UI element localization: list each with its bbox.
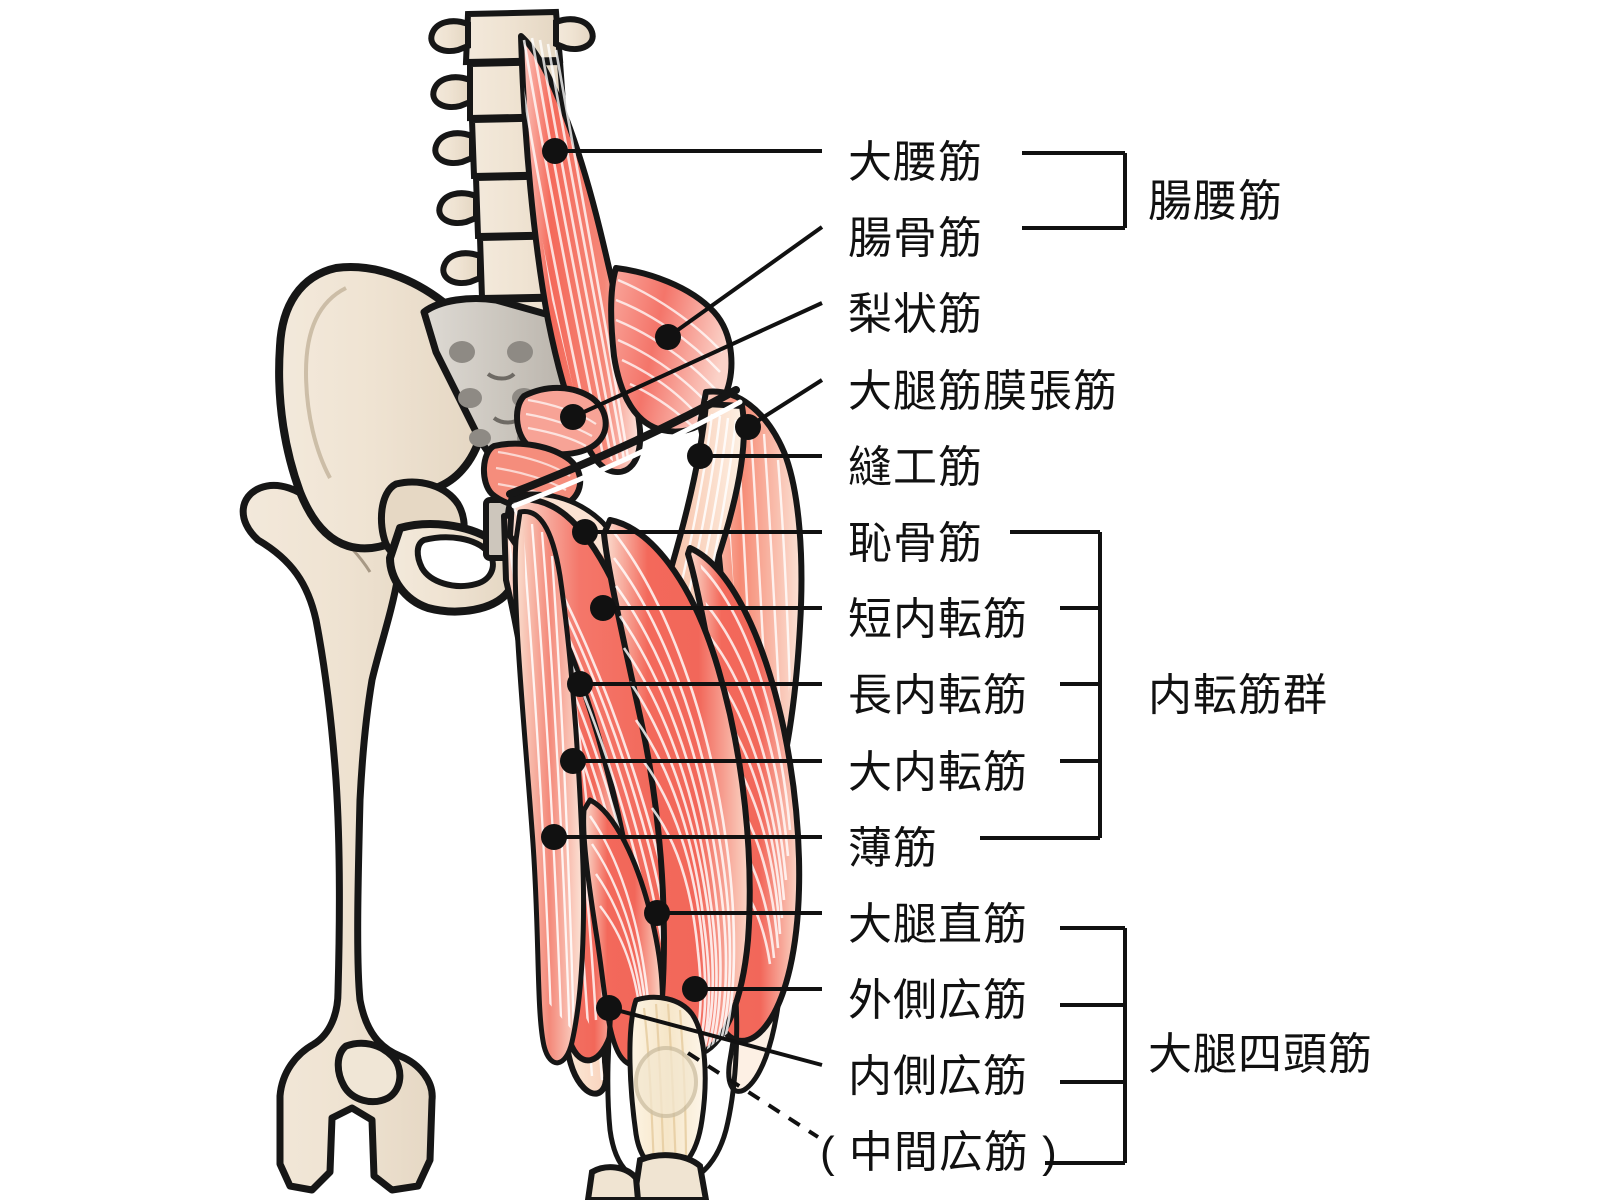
quadriceps-patellar-tendon	[584, 994, 740, 1200]
label-pectineus: 恥骨筋	[848, 519, 983, 568]
bracket-quadriceps	[1045, 926, 1127, 1165]
leader-iliacus	[666, 225, 824, 339]
label-piriformis: 梨状筋	[848, 290, 983, 339]
group-label-iliopsoas: 腸腰筋	[1148, 177, 1283, 226]
leader-tfl	[746, 378, 824, 429]
label-rectus-femoris: 大腿直筋	[848, 900, 1028, 949]
leader-lines-layer	[541, 138, 824, 1139]
label-adductor-longus: 長内転筋	[848, 671, 1028, 720]
leader-dots	[541, 138, 761, 1021]
bracket-iliopsoas	[1022, 151, 1127, 230]
label-tensor-fasciae-latae: 大腿筋膜張筋	[848, 367, 1118, 416]
label-vastus-medialis: 内側広筋	[848, 1052, 1028, 1101]
label-gracilis: 薄筋	[848, 824, 938, 873]
label-psoas-major: 大腰筋	[848, 138, 983, 187]
label-adductor-magnus: 大内転筋	[848, 748, 1028, 797]
label-vastus-intermedius: ( 中間広筋 )	[820, 1128, 1058, 1177]
leader-piriformis	[572, 301, 823, 419]
leader-vastus-intermedius	[686, 1051, 820, 1139]
label-sartorius: 縫工筋	[848, 443, 983, 492]
group-brackets-layer	[980, 151, 1127, 1165]
group-label-adductors: 内転筋群	[1148, 671, 1328, 720]
label-iliacus: 腸骨筋	[848, 214, 983, 263]
label-adductor-brevis: 短内転筋	[848, 595, 1028, 644]
label-vastus-lateralis: 外側広筋	[848, 976, 1028, 1025]
leader-vastus-medialis	[608, 1006, 823, 1067]
bracket-adductors	[980, 530, 1102, 840]
group-label-quadriceps: 大腿四頭筋	[1148, 1030, 1373, 1079]
inguinal-ligament	[506, 386, 743, 509]
